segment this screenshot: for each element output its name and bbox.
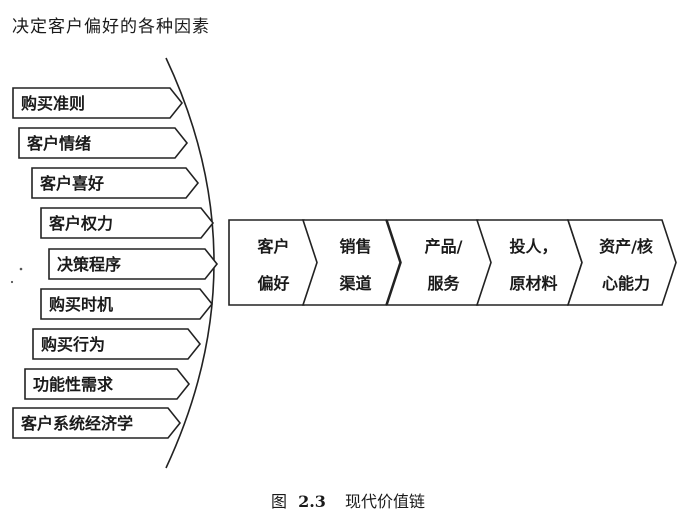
chain-label-line2: 原材料 [509, 274, 557, 293]
factor-item: 客户情绪 [18, 127, 189, 159]
chain-label-line2: 渠道 [339, 274, 371, 293]
caption-number: 2.3 [298, 492, 326, 511]
factor-item: 客户权力 [40, 207, 215, 239]
factor-item: 功能性需求 [24, 368, 191, 400]
chain-step: 客户偏好 [228, 219, 319, 306]
chain-label-line2: 服务 [427, 274, 460, 293]
factor-label: 决策程序 [57, 255, 121, 274]
chain-label-line1: 资产/核 [599, 237, 653, 256]
caption-text: 现代价值链 [345, 492, 426, 511]
scan-speck [19, 267, 23, 271]
factor-label: 购买准则 [21, 94, 85, 113]
factor-arrow-shape [24, 368, 191, 400]
factor-arrow-shape [31, 167, 200, 199]
factor-item: 购买行为 [32, 328, 202, 360]
factor-item: 购买准则 [12, 87, 184, 119]
factor-label: 客户权力 [49, 214, 113, 233]
chain-label-line1: 产品/ [425, 237, 463, 256]
factor-item: 决策程序 [48, 248, 219, 280]
chain-label-line1: 销售 [339, 237, 371, 256]
factor-arrow-shape [18, 127, 189, 159]
factor-arrow-shape [40, 207, 215, 239]
figure-caption: 图 2.3 现代价值链 [0, 488, 696, 512]
chain-label-line2: 偏好 [257, 274, 289, 293]
factor-label: 客户系统经济学 [21, 414, 133, 433]
diagram-title: 决定客户偏好的各种因素 [12, 17, 210, 37]
chain-chevron-shape [566, 219, 677, 306]
chain-label-line2: 心能力 [602, 274, 650, 293]
factor-label: 客户喜好 [40, 174, 104, 193]
factor-label: 购买行为 [41, 335, 105, 354]
caption-prefix: 图 [270, 492, 287, 511]
factor-arrow-shape [12, 87, 184, 119]
factor-item: 客户系统经济学 [12, 407, 182, 439]
factor-label: 客户情绪 [27, 134, 91, 153]
factor-item: 客户喜好 [31, 167, 200, 199]
chain-label-line1: 客户 [257, 237, 289, 256]
scan-speck [10, 280, 14, 284]
factor-arrow-shape [48, 248, 219, 280]
factor-arrow-shape [12, 407, 182, 439]
chain-label-line1: 投人， [509, 237, 557, 256]
chain-step: 投人， 原材料 [475, 219, 583, 306]
factor-arrow-shape [32, 328, 202, 360]
factor-label: 购买时机 [49, 295, 113, 314]
factor-item: 购买时机 [40, 288, 214, 320]
chain-chevron-shape [301, 219, 401, 306]
factor-label: 功能性需求 [33, 375, 114, 394]
factor-arrow-shape [40, 288, 214, 320]
chain-step: 产品/服务 [385, 219, 493, 306]
